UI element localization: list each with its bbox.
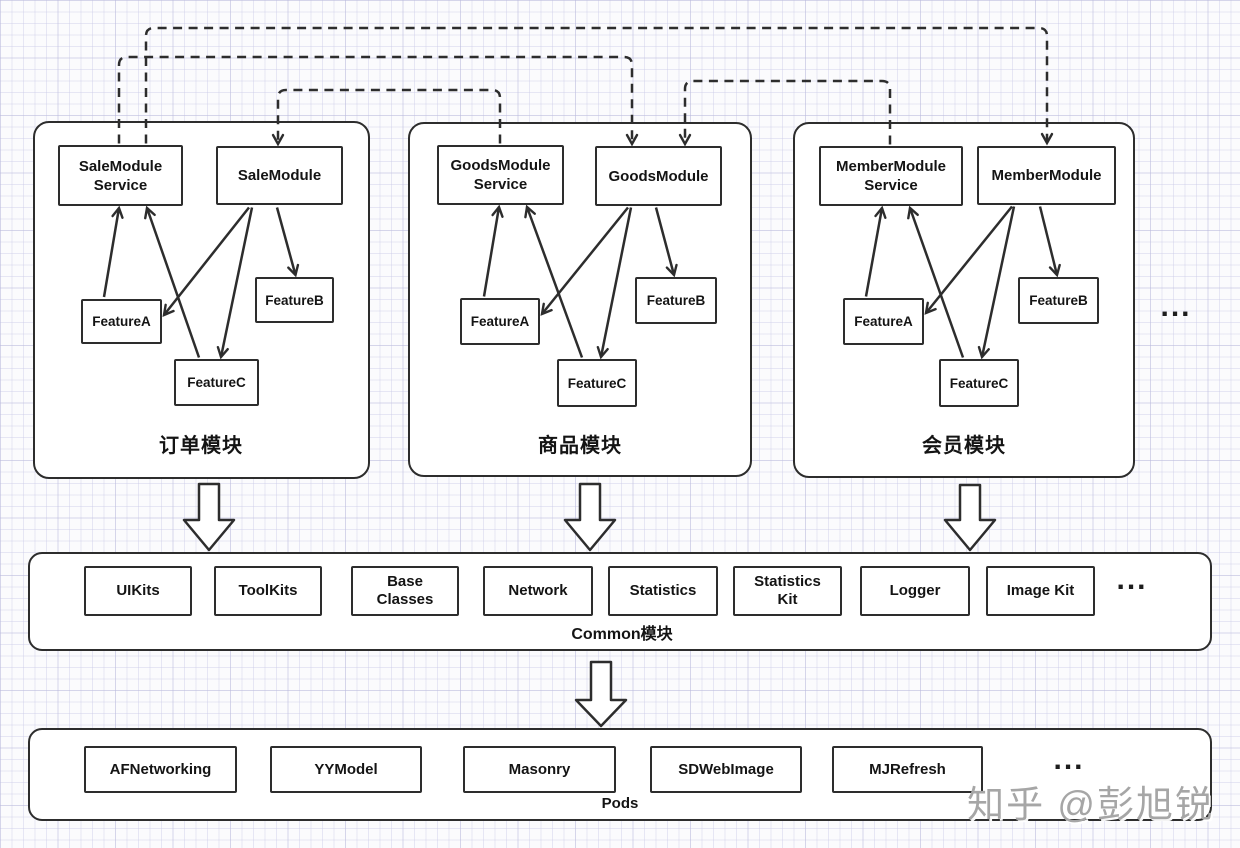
feature-b-label: FeatureB (265, 292, 324, 308)
member-module-service-label: MemberModule Service (835, 158, 946, 194)
feature-b-label: FeatureB (646, 293, 706, 308)
common-item-label: Network (508, 582, 568, 599)
member-module-title: 会员模块 (922, 435, 1006, 457)
feature-c-label: FeatureC (949, 375, 1009, 391)
common-item-label: Base Classes (376, 573, 434, 608)
common-more-ellipsis: ... (1116, 563, 1148, 596)
pod-sdwebimage: SDWebImage (650, 746, 802, 793)
sale-module-service-box: SaleModule Service (58, 145, 183, 206)
common-item-base-classes: Base Classes (351, 566, 459, 616)
feature-c-label: FeatureC (187, 375, 246, 390)
pod-label: MJRefresh (869, 760, 946, 778)
member-feature-b-box: FeatureB (1018, 277, 1099, 324)
goods-module-service-box: GoodsModule Service (437, 145, 564, 205)
pod-label: Masonry (508, 760, 571, 778)
pod-label: AFNetworking (109, 760, 212, 778)
common-item-label: Logger (889, 582, 941, 599)
common-item-label: ToolKits (238, 582, 298, 599)
more-modules-ellipsis: ... (1160, 290, 1192, 323)
pods-more-ellipsis: ... (1053, 743, 1085, 776)
common-item-statistics-kit: Statistics Kit (733, 566, 842, 616)
goods-feature-b-box: FeatureB (635, 277, 717, 324)
sale-feature-a-box: FeatureA (81, 299, 162, 344)
member-module-label: MemberModule (991, 167, 1102, 184)
block-arrow-order-to-common (182, 482, 236, 552)
pod-masonry: Masonry (463, 746, 616, 793)
common-item-uikits: UIKits (84, 566, 192, 616)
member-module-service-box: MemberModule Service (819, 146, 963, 206)
block-arrow-member-to-common (943, 483, 997, 552)
pod-yymodel: YYModel (270, 746, 422, 793)
pod-label: SDWebImage (678, 760, 774, 778)
zhihu-watermark: 知乎 @彭旭锐 (967, 784, 1214, 825)
common-item-statistics: Statistics (608, 566, 718, 616)
order-module-title: 订单模块 (159, 435, 243, 457)
feature-a-label: FeatureA (854, 314, 913, 329)
pod-label: YYModel (314, 760, 378, 778)
common-item-toolkits: ToolKits (214, 566, 322, 616)
common-item-label: Statistics (629, 582, 697, 599)
common-item-image-kit: Image Kit (986, 566, 1095, 616)
block-arrow-common-to-pods (574, 660, 628, 728)
member-feature-c-box: FeatureC (939, 359, 1019, 407)
pod-afnetworking: AFNetworking (84, 746, 237, 793)
goods-module-label: GoodsModule (608, 167, 709, 185)
feature-a-label: FeatureA (470, 314, 530, 329)
member-module-box: MemberModule (977, 146, 1116, 205)
goods-module-service-label: GoodsModule Service (450, 157, 551, 193)
goods-module-box: GoodsModule (595, 146, 722, 206)
common-layer-title: Common模块 (571, 626, 673, 643)
sale-module-service-label: SaleModule Service (78, 157, 163, 194)
common-item-label: Image Kit (1006, 582, 1075, 599)
feature-b-label: FeatureB (1029, 293, 1088, 308)
feature-c-label: FeatureC (567, 375, 627, 391)
common-item-logger: Logger (860, 566, 970, 616)
common-item-label: Statistics Kit (754, 573, 821, 608)
sale-feature-c-box: FeatureC (174, 359, 259, 406)
block-arrow-goods-to-common (563, 482, 617, 552)
sale-feature-b-box: FeatureB (255, 277, 334, 323)
goods-module-title: 商品模块 (538, 435, 622, 457)
goods-feature-c-box: FeatureC (557, 359, 637, 407)
member-feature-a-box: FeatureA (843, 298, 924, 345)
pods-layer-title: Pods (601, 795, 639, 812)
goods-feature-a-box: FeatureA (460, 298, 540, 345)
sale-module-label: SaleModule (237, 167, 322, 184)
common-item-label: UIKits (116, 582, 160, 599)
sale-module-box: SaleModule (216, 146, 343, 205)
feature-a-label: FeatureA (92, 314, 151, 329)
common-item-network: Network (483, 566, 593, 616)
pod-mjrefresh: MJRefresh (832, 746, 983, 793)
